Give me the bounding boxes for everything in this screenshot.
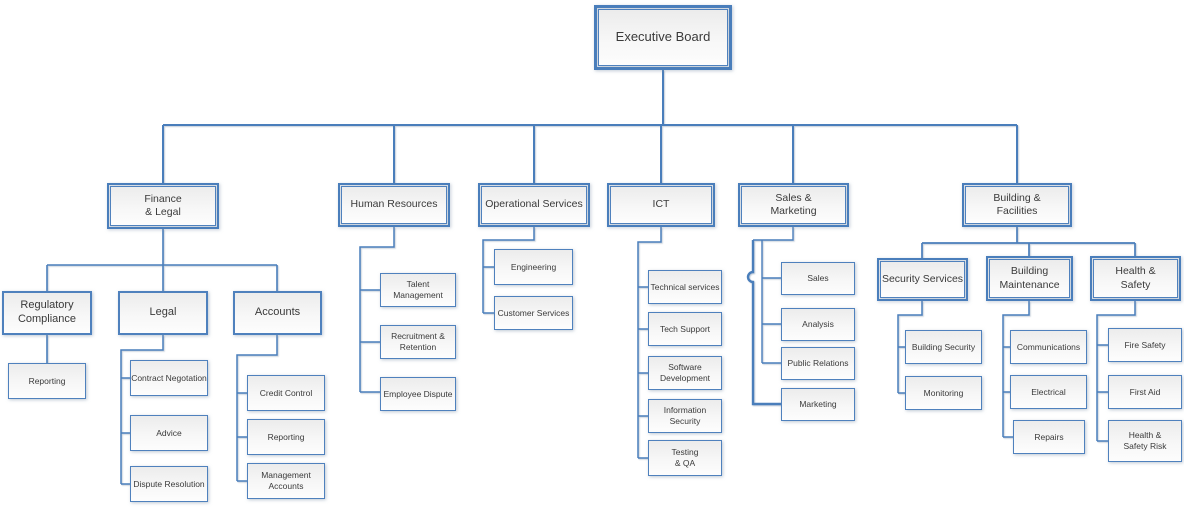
- connector-maintenance-spine: [1002, 301, 1030, 438]
- org-node-security-services[interactable]: Security Services: [877, 258, 968, 301]
- org-node-contract-negotation[interactable]: Contract Negotation: [130, 360, 208, 396]
- org-node-customer-services[interactable]: Customer Services: [494, 296, 573, 330]
- org-node-advice[interactable]: Advice: [130, 415, 208, 451]
- org-node-accounts[interactable]: Accounts: [233, 291, 322, 335]
- org-node-communications[interactable]: Communications: [1010, 330, 1087, 364]
- org-node-building-maintenance[interactable]: Building Maintenance: [986, 256, 1073, 301]
- org-node-reporting-compliance[interactable]: Reporting: [8, 363, 86, 399]
- org-node-information-security[interactable]: Information Security: [648, 399, 722, 433]
- connector-trunk: [162, 70, 1018, 183]
- org-node-credit-control[interactable]: Credit Control: [247, 375, 325, 411]
- org-node-engineering[interactable]: Engineering: [494, 249, 573, 285]
- connector-healthsafety-spine: [1096, 301, 1136, 442]
- org-node-technical-services[interactable]: Technical services: [648, 270, 722, 304]
- org-node-first-aid[interactable]: First Aid: [1108, 375, 1182, 409]
- org-node-health-safety[interactable]: Health & Safety: [1090, 256, 1181, 301]
- org-node-software-development[interactable]: Software Development: [648, 356, 722, 390]
- org-node-analysis[interactable]: Analysis: [781, 308, 855, 341]
- org-node-finance-legal[interactable]: Finance & Legal: [107, 183, 219, 229]
- org-node-building-facilities[interactable]: Building & Facilities: [962, 183, 1072, 227]
- connector-accounts-spine: [236, 335, 278, 482]
- connector-opserv-spine: [482, 227, 535, 314]
- org-node-talent-management[interactable]: Talent Management: [380, 273, 456, 307]
- org-node-repairs[interactable]: Repairs: [1013, 420, 1085, 454]
- connector-bldgfac-bus: [921, 227, 1136, 258]
- org-node-tech-support[interactable]: Tech Support: [648, 312, 722, 346]
- connector-security-spine: [897, 301, 923, 394]
- org-node-health-safety-risk[interactable]: Health & Safety Risk: [1108, 420, 1182, 462]
- org-node-recruitment-retention[interactable]: Recruitment & Retention: [380, 325, 456, 359]
- org-node-monitoring[interactable]: Monitoring: [905, 376, 982, 410]
- org-node-reporting-accounts[interactable]: Reporting: [247, 419, 325, 455]
- org-node-sales-marketing[interactable]: Sales & Marketing: [738, 183, 849, 227]
- org-node-operational-services[interactable]: Operational Services: [478, 183, 590, 227]
- org-node-sales[interactable]: Sales: [781, 262, 855, 295]
- org-node-ict[interactable]: ICT: [607, 183, 715, 227]
- org-node-management-accounts[interactable]: Management Accounts: [247, 463, 325, 499]
- org-node-building-security[interactable]: Building Security: [905, 330, 982, 364]
- org-node-legal[interactable]: Legal: [118, 291, 208, 335]
- connector-hr-spine: [359, 227, 395, 393]
- org-node-dispute-resolution[interactable]: Dispute Resolution: [130, 466, 208, 502]
- org-node-human-resources[interactable]: Human Resources: [338, 183, 450, 227]
- org-node-public-relations[interactable]: Public Relations: [781, 347, 855, 380]
- org-node-employee-dispute[interactable]: Employee Dispute: [380, 377, 456, 411]
- connector-sales-spine: [753, 227, 794, 364]
- org-node-executive-board[interactable]: Executive Board: [594, 5, 732, 70]
- org-node-testing-qa[interactable]: Testing & QA: [648, 440, 722, 476]
- connector-legal-spine: [120, 335, 164, 485]
- connector-ict-spine: [637, 227, 662, 459]
- org-node-regulatory-compliance[interactable]: Regulatory Compliance: [2, 291, 92, 335]
- org-node-marketing[interactable]: Marketing: [781, 388, 855, 421]
- connector-marketing-line: [746, 240, 781, 406]
- org-node-electrical[interactable]: Electrical: [1010, 375, 1087, 409]
- org-node-fire-safety[interactable]: Fire Safety: [1108, 328, 1182, 362]
- connector-finance-bus: [46, 229, 278, 363]
